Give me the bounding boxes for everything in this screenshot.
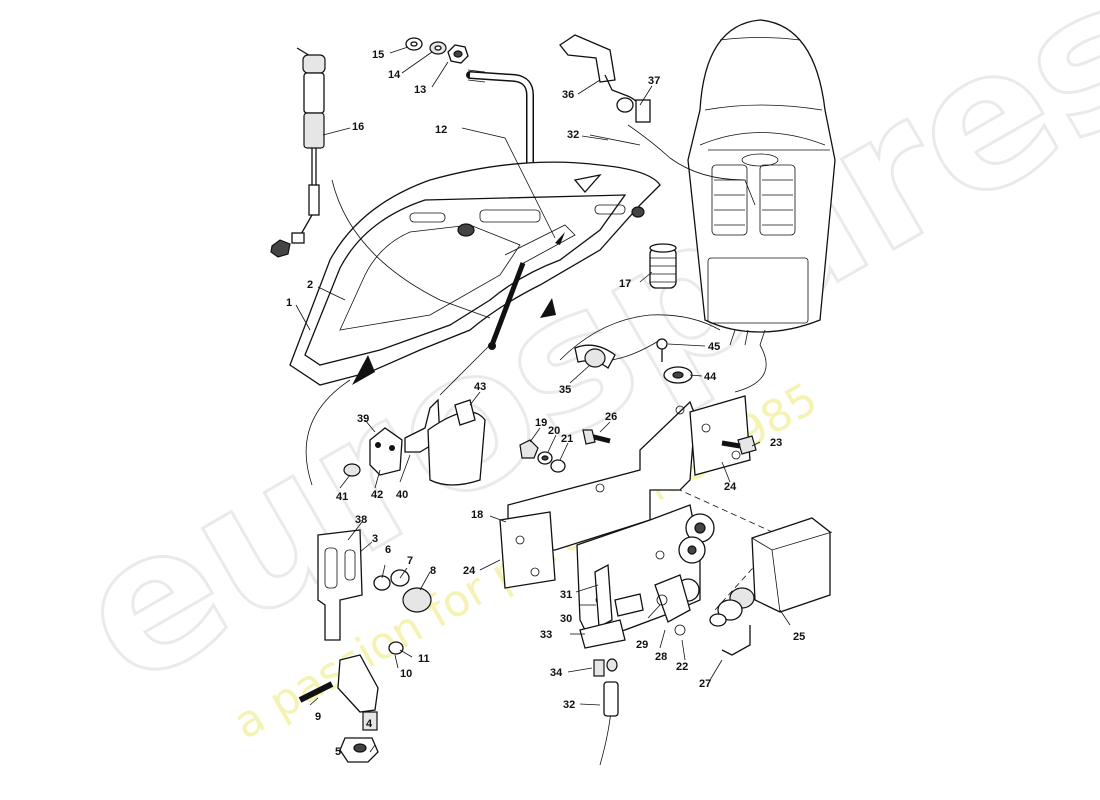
callout-36: 36 xyxy=(562,89,574,101)
callout-44: 44 xyxy=(704,371,717,383)
latch-mechanism xyxy=(654,513,833,656)
callout-11: 11 xyxy=(418,653,430,665)
callout-12: 12 xyxy=(435,124,447,136)
callout-26: 26 xyxy=(605,411,617,423)
callout-43: 43 xyxy=(474,381,486,393)
hinge-assembly xyxy=(298,398,486,763)
callout-35: 35 xyxy=(559,384,571,396)
callout-7: 7 xyxy=(407,555,413,567)
callout-22: 22 xyxy=(676,661,688,673)
callout-28: 28 xyxy=(655,651,667,663)
washer-stack xyxy=(405,37,469,64)
leader-lines xyxy=(295,46,791,753)
callout-37: 37 xyxy=(648,75,660,87)
callout-14: 14 xyxy=(388,69,401,81)
callout-18: 18 xyxy=(471,509,483,521)
callout-13: 13 xyxy=(414,84,426,96)
callout-4: 4 xyxy=(366,718,373,730)
callout-32b: 32 xyxy=(563,699,575,711)
lock-plates xyxy=(499,395,751,649)
callout-25: 25 xyxy=(793,631,805,643)
callout-19: 19 xyxy=(535,417,547,429)
release-bracket xyxy=(559,34,756,206)
callout-21: 21 xyxy=(561,433,573,445)
watermark: eurospares a passion for parts since 198… xyxy=(41,0,1100,750)
callout-24a: 24 xyxy=(724,481,737,493)
rubber-buffer xyxy=(649,243,677,289)
callout-38: 38 xyxy=(355,514,367,526)
callout-1: 1 xyxy=(286,297,292,309)
callout-33: 33 xyxy=(540,629,552,641)
callout-24b: 24 xyxy=(463,565,476,577)
callout-20: 20 xyxy=(548,425,560,437)
callout-8: 8 xyxy=(430,565,436,577)
callout-23: 23 xyxy=(770,437,782,449)
callout-5: 5 xyxy=(335,746,341,758)
callout-34: 34 xyxy=(550,667,563,679)
callout-27: 27 xyxy=(699,678,711,690)
callouts: 1 2 3 4 5 6 7 8 9 10 11 12 13 14 15 16 1… xyxy=(286,49,805,758)
callout-6: 6 xyxy=(385,544,391,556)
callout-10: 10 xyxy=(400,668,412,680)
callout-31: 31 xyxy=(560,589,572,601)
car-overhead-view xyxy=(687,19,836,333)
callout-39: 39 xyxy=(357,413,369,425)
callout-15: 15 xyxy=(372,49,384,61)
callout-32a: 32 xyxy=(567,129,579,141)
callout-16: 16 xyxy=(352,121,364,133)
callout-30: 30 xyxy=(560,613,572,625)
callout-41: 41 xyxy=(336,491,348,503)
callout-2: 2 xyxy=(307,279,313,291)
callout-29: 29 xyxy=(636,639,648,651)
callout-40: 40 xyxy=(396,489,408,501)
gas-strut xyxy=(270,47,326,258)
callout-3: 3 xyxy=(372,533,378,545)
boot-lid xyxy=(289,161,661,386)
callout-9: 9 xyxy=(315,711,321,723)
callout-45: 45 xyxy=(708,341,720,353)
callout-17: 17 xyxy=(619,278,631,290)
fasteners xyxy=(519,338,757,717)
callout-42: 42 xyxy=(371,489,383,501)
